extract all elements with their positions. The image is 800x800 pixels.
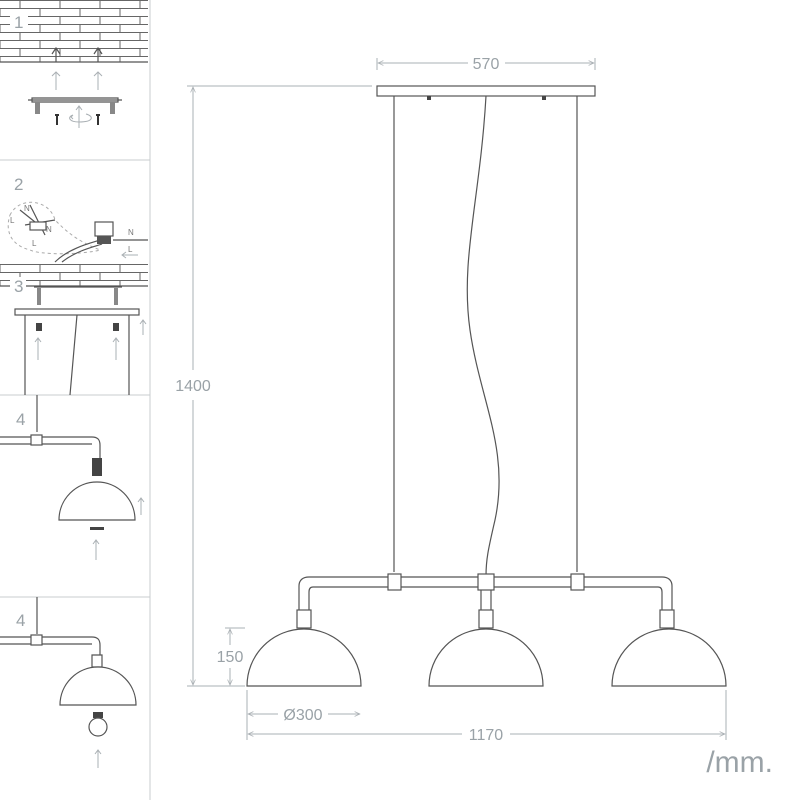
- rotate-icon: [69, 105, 92, 128]
- power-cable: [466, 95, 500, 577]
- wire-label: L: [32, 239, 37, 248]
- pipe-joint: [30, 634, 43, 646]
- pipe-bar: [0, 597, 101, 655]
- terminal-block: [29, 221, 47, 231]
- rotate-icon: [94, 749, 102, 768]
- step-2: 2 N L N L N L: [7, 175, 148, 263]
- terminal-block: [97, 236, 111, 244]
- bolt-icon: [55, 114, 100, 125]
- wire-label: L: [128, 245, 133, 254]
- rotate-icon: [34, 319, 147, 360]
- step-number: 4: [16, 410, 25, 429]
- dimension-shade-diameter: Ø300: [283, 707, 322, 724]
- suspension-wires: [393, 96, 578, 572]
- suspension-wires: [24, 314, 130, 396]
- lamp-shade-center: [428, 609, 544, 687]
- wire-label: N: [46, 225, 52, 234]
- screw-icon: [110, 102, 115, 114]
- step-number: 2: [14, 175, 23, 194]
- cable: [54, 239, 148, 263]
- cable-lock-icon: [36, 323, 42, 331]
- lamp-socket: [91, 654, 103, 668]
- mounting-bracket: [28, 97, 122, 103]
- dimension-shade-height: 150: [217, 649, 244, 666]
- cable-lock-icon: [113, 323, 119, 331]
- dimension-total-width: 1170: [469, 727, 504, 744]
- step-number: 3: [14, 277, 23, 296]
- instruction-panel: 1 2 N L N L N L: [0, 0, 151, 800]
- wire-label: N: [128, 228, 134, 237]
- pipe-joint: [30, 434, 43, 446]
- light-bulb-icon: [88, 717, 108, 737]
- step-3: 3: [0, 264, 148, 396]
- lamp-shade: [58, 481, 136, 521]
- dimensions: 570 1400 150 Ø300 1170 /mm.: [175, 56, 773, 779]
- wire-label: N: [24, 204, 30, 213]
- ceiling-canopy: [376, 85, 596, 97]
- step-number: 1: [14, 13, 23, 32]
- detail-callout: [7, 201, 102, 255]
- step-4-shade: 4: [0, 395, 145, 560]
- canopy: [14, 308, 140, 316]
- brick-wall: [0, 264, 148, 286]
- lamp-shade-right: [611, 609, 727, 687]
- unit-label: /mm.: [706, 746, 773, 779]
- step-number: 4: [16, 611, 25, 630]
- pipe-elbows: [298, 576, 673, 610]
- up-arrow-icon: [51, 71, 103, 90]
- dimension-total-height: 1400: [175, 378, 211, 395]
- pipe-joint: [387, 573, 402, 591]
- pipe-bar: [0, 436, 101, 458]
- wire-label: L: [10, 216, 15, 225]
- socket-ring: [90, 527, 104, 530]
- connector-box: [94, 221, 114, 237]
- left-arrow-icon: [121, 251, 138, 259]
- up-arrow-icon: [92, 497, 145, 560]
- step-4-bulb: 4: [0, 597, 137, 768]
- lamp-socket: [92, 458, 102, 476]
- pendant-lamp-drawing: [246, 85, 727, 687]
- lamp-shade: [59, 666, 137, 706]
- screw-icon: [35, 102, 40, 114]
- wall-anchor-icon: [51, 46, 103, 62]
- pipe-joint: [477, 573, 495, 591]
- pipe-joint: [570, 573, 585, 591]
- lamp-shade-left: [246, 609, 362, 687]
- step-1: 1: [0, 0, 148, 128]
- dimension-canopy-width: 570: [473, 56, 500, 73]
- pipe-drop: [480, 590, 492, 612]
